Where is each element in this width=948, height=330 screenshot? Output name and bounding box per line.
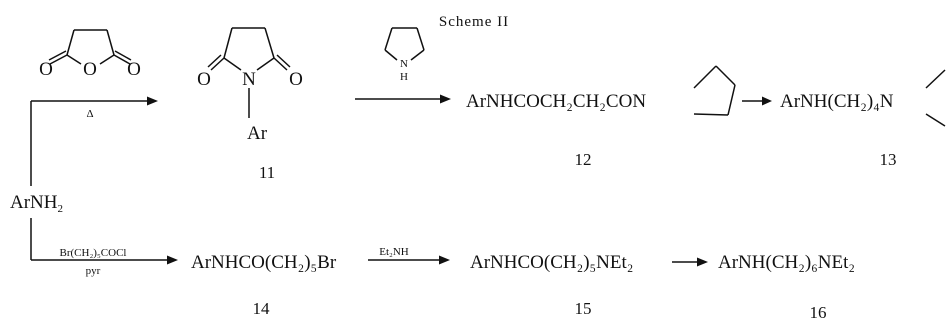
svg-text:O: O — [83, 59, 97, 80]
compound-13-formula: ArNH(CH₂)₄N — [780, 91, 894, 112]
svg-text:O: O — [127, 59, 141, 80]
compound-13-pyrrolidine-ring — [925, 69, 946, 127]
succinic-anhydride-structure: O O O — [39, 29, 141, 80]
pyrrolidine-n: N — [400, 58, 408, 70]
compound-11-structure — [207, 27, 291, 118]
pyrrolidine-h: H — [400, 71, 408, 83]
reagent-pyridine: pyr — [86, 265, 101, 277]
compound-13-number: 13 — [880, 150, 897, 169]
pyrrolidine-structure — [384, 27, 425, 61]
reagent-diethylamine: Et₂NH — [379, 246, 409, 258]
compound-11-o-right: O — [289, 69, 303, 90]
arrow-15-to-16 — [672, 257, 708, 267]
scheme-title: Scheme II — [439, 14, 509, 30]
reagent-acyl-chloride: Br(CH₂)₅COCl — [60, 247, 127, 259]
arrow-12-to-13 — [742, 96, 772, 106]
start-material-text: ArNH — [10, 192, 58, 213]
compound-11-n: N — [242, 69, 256, 90]
compound-15-formula: ArNHCO(CH₂)₅NEt₂ — [470, 252, 633, 273]
svg-text:O: O — [39, 59, 53, 80]
compound-11-o-left: O — [197, 69, 211, 90]
arrow-amine-to-14 — [31, 255, 178, 265]
compound-15-number: 15 — [575, 299, 592, 318]
start-material-subscript: 2 — [58, 203, 64, 215]
compound-12-pyrrolidine-ring — [693, 65, 736, 116]
start-material-label: ArNH2 — [10, 192, 63, 215]
compound-11-number: 11 — [259, 163, 275, 182]
compound-14-number: 14 — [253, 299, 271, 318]
compound-12-number: 12 — [575, 150, 592, 169]
arrow-anhydride-to-11 — [31, 96, 158, 106]
compound-11-ar: Ar — [247, 123, 268, 144]
compound-12-formula: ArNHCOCH₂CH₂CON — [466, 91, 646, 112]
compound-16-number: 16 — [810, 303, 827, 322]
arrow-11-to-12 — [355, 94, 451, 104]
compound-16-formula: ArNH(CH₂)₆NEt₂ — [718, 252, 855, 273]
reagent-heat-label: Δ — [86, 108, 93, 120]
compound-14-formula: ArNHCO(CH₂)₅Br — [191, 252, 337, 273]
arrow-14-to-15 — [368, 255, 450, 265]
